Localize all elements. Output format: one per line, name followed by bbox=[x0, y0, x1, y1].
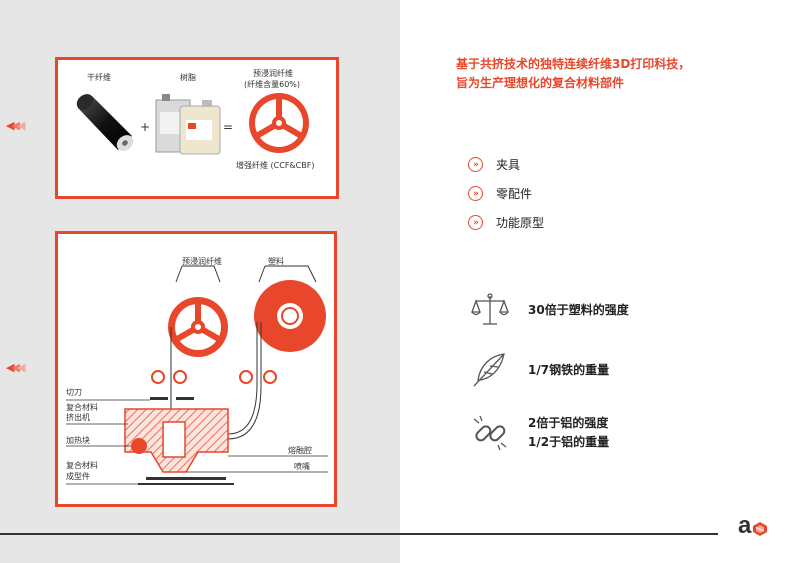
feature-line1: 2倍于铝的强度 bbox=[528, 416, 609, 430]
heater-label: 加热块 bbox=[66, 436, 90, 445]
double-chevron-icon: » bbox=[468, 215, 483, 230]
footer-divider bbox=[0, 533, 718, 535]
feature-strength: 30倍于塑料的强度 bbox=[470, 290, 629, 330]
preimpregnated-fiber-spool-icon bbox=[249, 93, 309, 153]
list-item: » 零配件 bbox=[468, 179, 544, 208]
headline: 基于共挤技术的独特连续纤维3D打印科技， 旨为生产理想化的复合材料部件 bbox=[456, 55, 776, 93]
feather-icon bbox=[473, 353, 505, 387]
fiber-content-label: (纤维含量60%) bbox=[244, 80, 301, 89]
nozzle-label: 喷嘴 bbox=[294, 462, 310, 471]
feature-weight-steel: 1/7钢铁的重量 bbox=[470, 350, 609, 390]
preimpregnated-label: 预浸润纤维 bbox=[253, 69, 293, 78]
feature-line1: 30倍于塑料的强度 bbox=[528, 302, 629, 317]
application-label: 夹具 bbox=[496, 158, 521, 172]
extruder-label-line2: 挤出机 bbox=[66, 413, 90, 422]
double-chevron-icon: » bbox=[468, 186, 483, 201]
resin-containers-icon bbox=[155, 94, 221, 155]
resin-label: 树脂 bbox=[180, 73, 196, 82]
headline-line1: 基于共挤技术的独特连续纤维3D打印科技， bbox=[456, 57, 691, 71]
feature-aluminum: 2倍于铝的强度 1/2于铝的重量 bbox=[470, 413, 609, 453]
extruder-label-line1: 复合材料 bbox=[66, 403, 98, 412]
triple-arrow-icon: ◀◀◀ bbox=[6, 361, 26, 374]
feature-line2: 1/2于铝的重量 bbox=[528, 435, 610, 449]
dry-fiber-label: 干纤维 bbox=[87, 73, 111, 82]
logo-letter: a bbox=[738, 512, 752, 539]
chain-link-icon bbox=[473, 415, 507, 451]
brand-logo: a bbox=[738, 512, 768, 540]
plastic-label: 塑料 bbox=[268, 257, 284, 266]
double-chevron-icon: » bbox=[468, 157, 483, 172]
list-item: » 功能原型 bbox=[468, 208, 544, 237]
triple-arrow-icon: ◀◀◀ bbox=[6, 119, 26, 132]
cutter-label: 切刀 bbox=[66, 388, 82, 397]
headline-line2: 旨为生产理想化的复合材料部件 bbox=[456, 76, 625, 90]
balance-scale-icon bbox=[471, 293, 509, 325]
plus-sign: + bbox=[140, 120, 151, 134]
formed-part-label-line2: 成型件 bbox=[66, 472, 90, 481]
logo-mark-icon bbox=[753, 522, 768, 536]
equals-sign: = bbox=[223, 120, 234, 134]
feature-line1: 1/7钢铁的重量 bbox=[528, 362, 610, 377]
list-item: » 夹具 bbox=[468, 150, 544, 179]
formed-part-label-line1: 复合材料 bbox=[66, 461, 98, 470]
reinforced-fiber-label: 增强纤维 (CCF&CBF) bbox=[236, 161, 315, 170]
applications-list: » 夹具 » 零配件 » 功能原型 bbox=[468, 150, 544, 237]
melt-chamber-label: 熔融腔 bbox=[288, 446, 312, 455]
schematic-drawing bbox=[66, 265, 328, 485]
print-head-schematic: 预浸润纤维 塑料 切刀 复合材料 挤出机 加热块 复合材料 成型件 熔融腔 喷嘴 bbox=[55, 231, 337, 507]
materials-diagram: 干纤维 树脂 预浸润纤维 (纤维含量60%) + = 增 bbox=[55, 57, 339, 199]
preimpregnated-label: 预浸润纤维 bbox=[182, 257, 222, 266]
application-label: 功能原型 bbox=[496, 216, 545, 230]
carbon-fiber-spool-icon bbox=[76, 94, 134, 151]
application-label: 零配件 bbox=[496, 187, 533, 201]
